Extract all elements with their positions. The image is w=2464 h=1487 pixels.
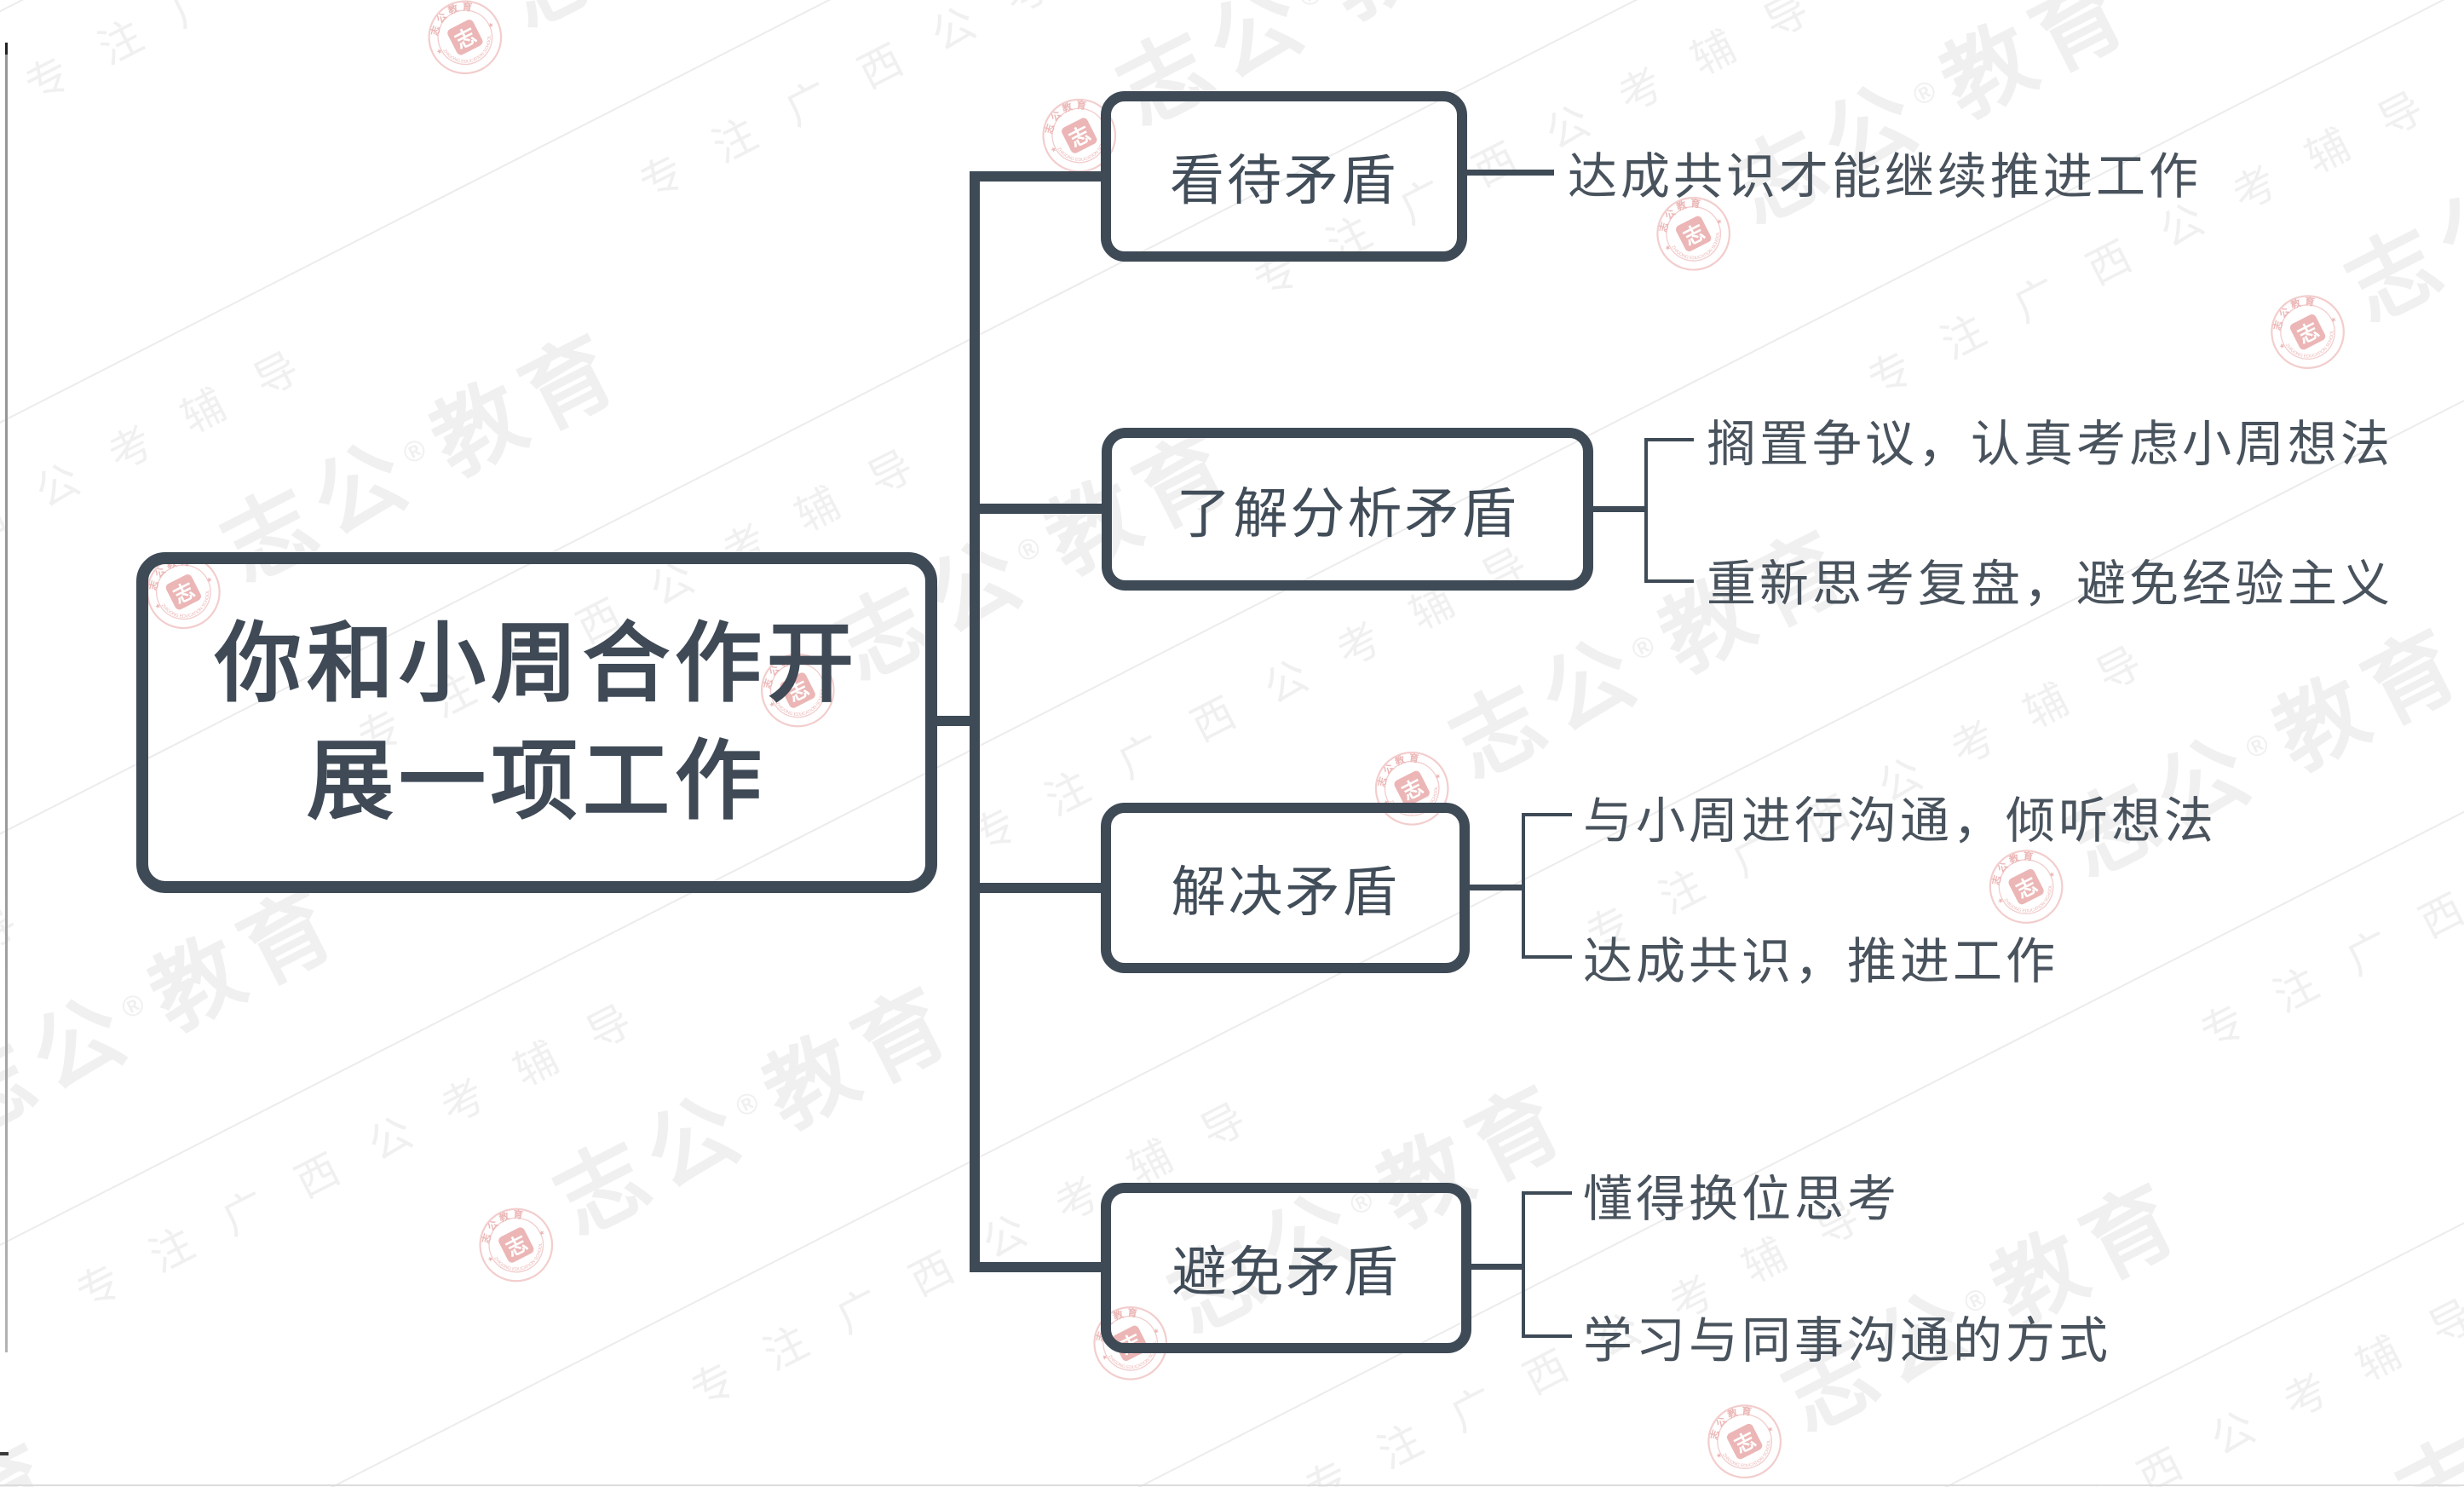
child-connector-tick — [1522, 955, 1572, 959]
child-connector-tick — [1644, 579, 1694, 583]
svg-text:★: ★ — [2329, 315, 2338, 325]
svg-text:★: ★ — [1433, 771, 1442, 781]
svg-text:★: ★ — [1714, 1450, 1723, 1460]
svg-text:★: ★ — [204, 575, 213, 585]
child-connector-elbow — [1522, 813, 1525, 959]
child-connector-line — [1464, 170, 1554, 176]
child-connector-tick — [1522, 813, 1572, 816]
svg-text:★: ★ — [819, 673, 827, 683]
svg-text:★: ★ — [2047, 870, 2056, 879]
child-item: 重新思考复盘，避免经验主义 — [1707, 556, 2394, 612]
child-connector-stub — [1466, 1264, 1523, 1270]
branch4-connector — [970, 1262, 1111, 1272]
branch2-connector — [970, 504, 1112, 514]
root-node: 你和小周合作开 展一项工作 — [136, 552, 937, 893]
svg-text:★: ★ — [486, 1254, 495, 1264]
svg-text:★: ★ — [1766, 1425, 1775, 1434]
corner-artifact-dash — [0, 1452, 9, 1455]
child-item: 达成共识，推进工作 — [1583, 934, 2059, 989]
svg-text:★: ★ — [1382, 798, 1390, 807]
svg-text:★: ★ — [538, 1228, 546, 1237]
svg-text:★: ★ — [1100, 1352, 1108, 1362]
registered-mark: ® — [1908, 68, 1953, 113]
child-connector-tick — [1522, 1334, 1572, 1338]
svg-text:★: ★ — [1152, 1326, 1160, 1335]
watermark-brand-text: 志公®教育 — [0, 1421, 79, 1487]
svg-text:★: ★ — [1049, 145, 1057, 154]
registered-mark: ® — [730, 1080, 775, 1124]
child-item: 搁置争议，认真考虑小周想法 — [1707, 417, 2394, 472]
branch1-connector — [970, 171, 1111, 182]
svg-text:★: ★ — [1715, 216, 1724, 226]
watermark-divider-line — [0, 1390, 521, 1487]
svg-text:★: ★ — [153, 602, 162, 611]
left-edge-artifact-line — [5, 43, 8, 1352]
registered-mark: ® — [2240, 721, 2285, 766]
registered-mark: ® — [1626, 623, 1671, 668]
svg-text:★: ★ — [1663, 243, 1672, 252]
branch-label: 了解分析矛盾 — [1176, 482, 1519, 545]
child-connector-elbow — [1522, 1191, 1525, 1338]
child-item: 达成共识才能继续推进工作 — [1568, 149, 2202, 205]
child-connector-tick — [1644, 438, 1694, 441]
svg-text:★: ★ — [2277, 341, 2286, 350]
registered-mark: ® — [116, 981, 161, 1026]
child-connector-tick — [1522, 1191, 1572, 1195]
branch-node-resolve-conflict: 解决矛盾 — [1101, 803, 1470, 973]
registered-mark: ® — [1293, 0, 1338, 14]
branch-label: 避免矛盾 — [1172, 1242, 1401, 1303]
registered-mark: ® — [397, 426, 442, 471]
svg-text:★: ★ — [768, 700, 776, 709]
branch-node-view-conflict: 看待矛盾 — [1101, 91, 1467, 262]
child-connector-stub — [1465, 885, 1523, 890]
child-connector-elbow — [1644, 438, 1648, 583]
branch-label: 解决矛盾 — [1171, 862, 1400, 923]
child-item: 懂得换位思考 — [1583, 1172, 1901, 1227]
svg-text:★: ★ — [486, 20, 495, 30]
svg-text:★: ★ — [435, 47, 444, 56]
branch3-connector — [970, 883, 1111, 893]
root-node-label-line2: 展一项工作 — [307, 733, 767, 830]
bottom-edge-artifact-line — [0, 1484, 2464, 1486]
child-item: 与小周进行沟通，倾听想法 — [1583, 793, 2218, 849]
child-item: 学习与同事沟通的方式 — [1583, 1313, 2112, 1369]
root-node-label-line1: 你和小周合作开 — [215, 615, 859, 712]
svg-text:★: ★ — [1996, 896, 2005, 905]
child-connector-stub — [1588, 506, 1648, 512]
root-connector — [927, 716, 980, 726]
branch-node-analyze-conflict: 了解分析矛盾 — [1102, 428, 1593, 591]
branch-node-avoid-conflict: 避免矛盾 — [1101, 1183, 1471, 1353]
branch-label: 看待矛盾 — [1170, 150, 1398, 211]
registered-mark: ® — [1011, 525, 1056, 569]
